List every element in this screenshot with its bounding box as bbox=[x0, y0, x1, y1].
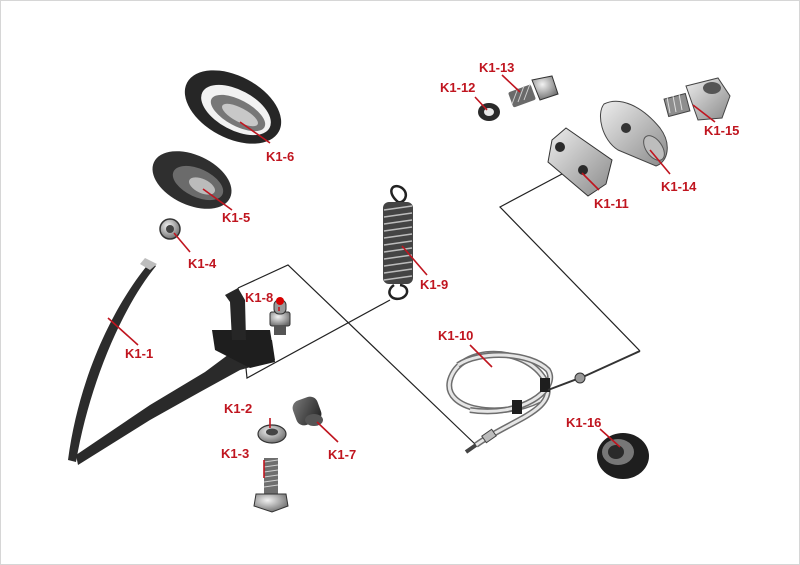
label-k1-12: K1-12 bbox=[440, 80, 475, 95]
label-k1-9: K1-9 bbox=[420, 277, 448, 292]
pulley-wheel bbox=[597, 433, 649, 479]
label-k1-2: K1-2 bbox=[224, 401, 252, 416]
label-k1-5: K1-5 bbox=[222, 210, 250, 225]
dust-cup bbox=[152, 151, 232, 209]
label-k1-16: K1-16 bbox=[566, 415, 601, 430]
label-k1-15: K1-15 bbox=[704, 123, 739, 138]
label-k1-1: K1-1 bbox=[125, 346, 153, 361]
bolt bbox=[253, 458, 289, 513]
label-k1-4: K1-4 bbox=[188, 256, 217, 271]
coiled-cable bbox=[446, 350, 641, 454]
cylinder-block bbox=[600, 100, 668, 167]
label-k1-11: K1-11 bbox=[594, 196, 629, 211]
label-k1-14: K1-14 bbox=[661, 179, 697, 194]
tension-spring bbox=[383, 185, 413, 301]
hex-nut bbox=[257, 424, 287, 444]
small-bolt bbox=[508, 75, 559, 108]
label-k1-6: K1-6 bbox=[266, 149, 294, 164]
part-labels: K1-1 K1-6 K1-5 K1-4 K1-8 K1-9 K1-2 K1-3 … bbox=[125, 60, 739, 462]
washer bbox=[478, 103, 500, 121]
cover-ring bbox=[184, 70, 282, 144]
label-k1-10: K1-10 bbox=[438, 328, 473, 343]
grease-nipple bbox=[269, 297, 291, 335]
label-k1-3: K1-3 bbox=[221, 446, 249, 461]
label-k1-13: K1-13 bbox=[479, 60, 514, 75]
leader-lines bbox=[107, 74, 716, 478]
clamp-block bbox=[547, 127, 613, 197]
pedal-lever bbox=[68, 258, 275, 465]
label-k1-8: K1-8 bbox=[245, 290, 273, 305]
label-k1-7: K1-7 bbox=[328, 447, 356, 462]
threaded-adjuster bbox=[663, 77, 731, 121]
